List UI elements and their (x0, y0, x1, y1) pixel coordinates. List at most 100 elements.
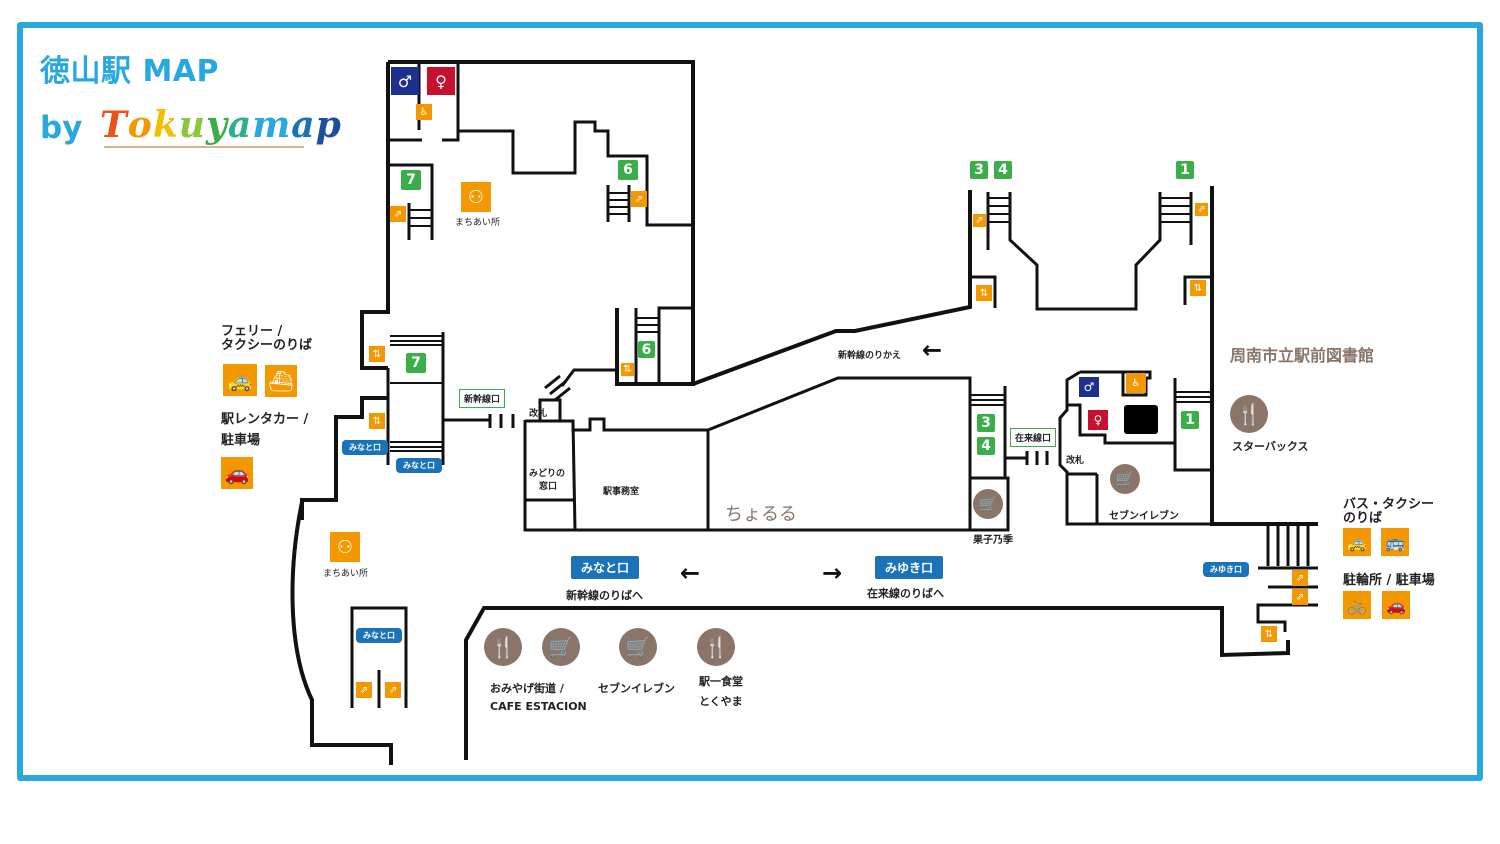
map-title: 徳山駅 MAP (40, 54, 220, 89)
elevator-icon: ⇅ (369, 413, 385, 429)
ferry-taxi-label-2: タクシーのりば (221, 338, 313, 353)
arrow-left-icon: ← (680, 559, 701, 587)
omiyage-label: おみやげ街道 / (490, 682, 564, 695)
gate (549, 380, 566, 396)
shinkansen-gate-label: 新幹線口 (459, 389, 506, 408)
shopping-cart-icon: 🛒 (542, 628, 580, 666)
wall (300, 396, 388, 520)
wall (290, 501, 393, 765)
restaurant-icon: 🍴 (484, 628, 522, 666)
wall (442, 120, 693, 227)
miyuki-exit-sign: みゆき口 (875, 556, 944, 579)
logo-letter: p (315, 104, 342, 146)
elevator-icon: ⇅ (369, 346, 385, 362)
escalator-icon: ⇗ (1292, 570, 1308, 586)
meeting-place-icon: ⚇ (461, 182, 491, 212)
meeting-place-label: まちあい所 (455, 218, 501, 228)
wall (560, 368, 617, 387)
zairai-gate-label: 在来線口 (1010, 428, 1057, 447)
shopping-cart-icon: 🛒 (973, 489, 1003, 519)
midori-window-label: みどりの (529, 469, 566, 479)
tokuyama-label: とくやま (699, 695, 743, 708)
mens-restroom-icon: ♂ (1079, 377, 1099, 397)
wall (1256, 603, 1318, 632)
taxi-icon: 🚕 (1343, 528, 1371, 556)
wall (571, 420, 577, 531)
choruru-label: ちょるる (725, 504, 797, 525)
platform-3-badge: 3 (970, 161, 988, 179)
midori-window-label-2: 窓口 (539, 482, 558, 492)
miyuki-exit-badge: みゆき口 (1203, 562, 1249, 577)
bicycle-icon: 🚲 (1343, 591, 1371, 619)
platform-7-badge: 7 (406, 353, 426, 373)
cafe-estacion-label: CAFE ESTACION (490, 700, 587, 713)
ferry-taxi-label: フェリー / (221, 324, 283, 339)
platform-6-badge: 6 (618, 160, 638, 180)
minato-exit-sign: みなと口 (571, 556, 640, 579)
wall (970, 275, 997, 308)
rental-car-label: 駅レンタカー / (221, 412, 309, 427)
ekiichi-label: 駅一食堂 (699, 675, 743, 688)
escalator-icon: ⇗ (1292, 589, 1308, 605)
logo-letter: u (178, 104, 206, 146)
mens-restroom-icon: ♂ (391, 67, 419, 95)
wall (1183, 275, 1212, 305)
wall (615, 228, 695, 386)
meeting-place-icon: ⚇ (330, 532, 360, 562)
gate (544, 374, 561, 390)
platform-1-badge: 1 (1181, 411, 1199, 429)
platform-4-badge: 4 (977, 437, 995, 455)
elevator-icon: ⇅ (621, 363, 634, 376)
elevator-icon: ⇅ (1190, 280, 1206, 296)
kashino-label: 果子乃季 (973, 535, 1013, 546)
wall (360, 62, 390, 370)
shopping-cart-icon: 🛒 (619, 628, 657, 666)
ferry-icon: ⛴ (265, 365, 297, 397)
bus-taxi-label-2: のりば (1343, 511, 1383, 526)
rental-car-label-2: 駐車場 (221, 433, 261, 448)
escalator-icon: ⇗ (973, 214, 986, 227)
car-icon: 🚗 (1382, 591, 1410, 619)
bike-parking-label: 駐輪所 / 駐車場 (1343, 573, 1435, 588)
wall (1008, 192, 1162, 311)
seven-eleven-label: セブンイレブン (1109, 511, 1179, 522)
ticket-gate-label: 改札 (1066, 456, 1085, 466)
elevator-icon: ⇅ (976, 285, 992, 301)
elevator-icon: ⇅ (1261, 626, 1277, 642)
womens-restroom-icon: ♀ (427, 67, 455, 95)
escalator-icon: ⇗ (1195, 203, 1208, 216)
escalator-icon: ⇗ (356, 682, 372, 698)
library-label: 周南市立駅前図書館 (1230, 346, 1375, 365)
platform-4-badge: 4 (994, 161, 1012, 179)
bus-icon: 🚌 (1381, 528, 1409, 556)
tokuyamap-logo[interactable]: Tokuyamap (100, 104, 342, 146)
accessible-restroom-icon: ♿ (416, 104, 432, 120)
wall (692, 190, 972, 386)
logo-letter: a (227, 104, 253, 146)
logo-letter: y (205, 104, 228, 146)
arrow-right-icon: → (822, 559, 843, 587)
logo-letter: m (252, 104, 292, 146)
minato-exit-badge: みなと口 (356, 628, 402, 643)
by-label: by (40, 110, 83, 146)
platform-1-badge: 1 (1176, 161, 1194, 179)
seven-eleven-label: セブンイレブン (598, 682, 675, 695)
escalator-icon: ⇗ (631, 191, 647, 207)
shinkansen-transfer-label: 新幹線のりかえ (838, 351, 902, 361)
station-office-label: 駅事務室 (603, 487, 640, 497)
ticket-gate-label: 改札 (529, 409, 548, 419)
wall (350, 606, 408, 708)
wall (388, 60, 695, 228)
womens-restroom-icon: ♀ (1088, 410, 1108, 430)
accessible-restroom-icon: ♿ (1126, 373, 1146, 393)
wall (1067, 403, 1175, 445)
wall (968, 378, 1010, 532)
platform-3-badge: 3 (977, 414, 995, 432)
arrow-left-icon: ← (922, 336, 943, 364)
restaurant-icon: 🍴 (1230, 395, 1268, 433)
wall (464, 606, 1290, 760)
wall (1173, 378, 1212, 472)
platform-7-badge: 7 (401, 170, 421, 190)
wall (1080, 370, 1152, 397)
